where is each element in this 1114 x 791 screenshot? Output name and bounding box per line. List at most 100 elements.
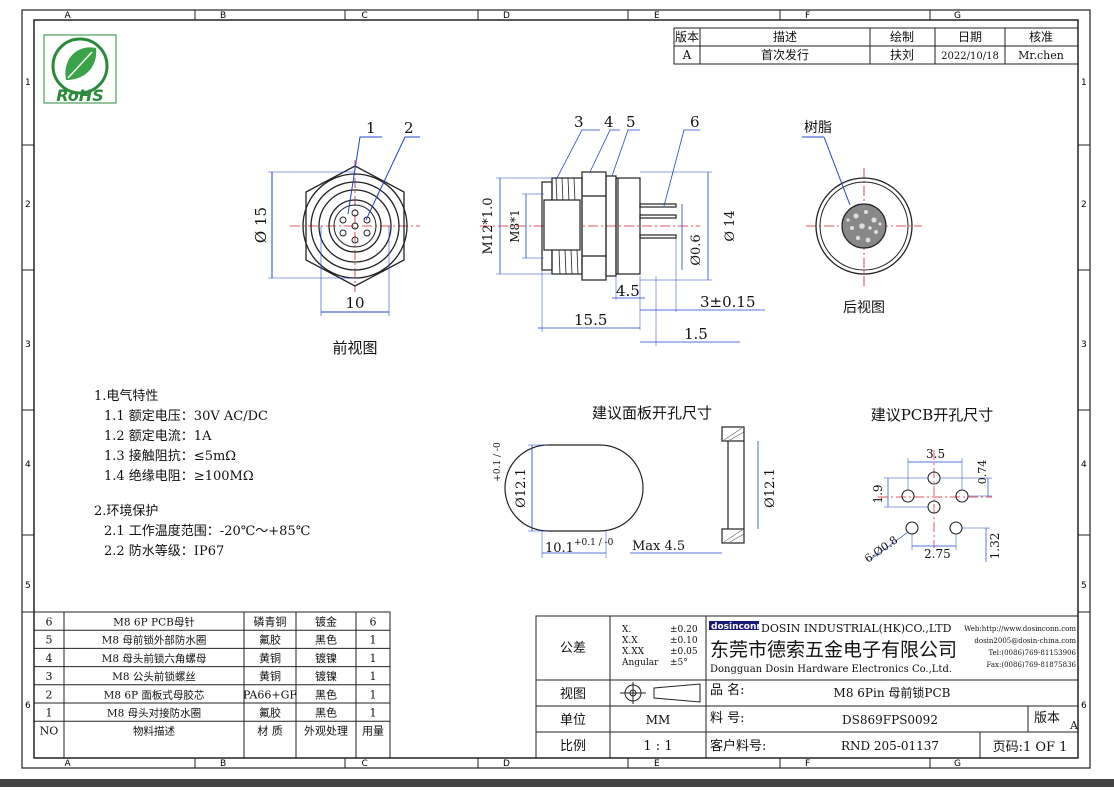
brand-logo-icon (709, 621, 759, 630)
panel-cutout-title: 建议面板开孔尺寸 (592, 404, 712, 422)
bom-cell: 3 (46, 670, 53, 683)
bom-cell: 黄铜 (259, 669, 281, 683)
side-dim-3: 3±0.15 (700, 293, 756, 311)
scale-label: 比例 (560, 739, 586, 754)
bom-cell: 6 (370, 616, 377, 629)
frame-row-right-1: 1 (1081, 78, 1087, 88)
bom-cell: M8 6P 面板式母胶芯 (104, 688, 205, 701)
frame-row-left-4: 4 (25, 460, 31, 470)
bom-cell: 镀镍 (315, 651, 337, 665)
tolerance-cell: X.X (622, 636, 638, 646)
frame-col-bottom-A: A (65, 759, 72, 769)
panel-dim-max: Max 4.5 (632, 539, 685, 554)
rev-date: 2022/10/18 (941, 51, 999, 62)
pcb-dim-19: 1.9 (871, 484, 885, 503)
bom-cell: 黄铜 (259, 651, 281, 665)
bom-cell: 6 (46, 616, 53, 629)
product-name: M8 6Pin 母前锁PCB (834, 685, 951, 700)
bom-cell: 氟胶 (259, 706, 281, 720)
part-number-label: 料 号: (710, 711, 745, 726)
frame-row-left-6: 6 (25, 701, 31, 711)
customer-part-label: 客户料号: (710, 738, 766, 754)
rev-header-drawn: 绘制 (890, 29, 914, 44)
tolerance-cell: ±5° (670, 658, 688, 668)
pcb-dim-35: 3.5 (926, 447, 945, 461)
view-label: 视图 (560, 687, 586, 702)
bom-cell: 1 (370, 634, 377, 647)
spec-env-1: 2.1 工作温度范围：-20℃～+85℃ (104, 523, 310, 539)
bom-cell: 物料描述 (133, 725, 175, 738)
company-cn: 东莞市德索五金电子有限公司 (710, 639, 957, 661)
tolerance-cell: X. (622, 625, 631, 635)
side-dim-d06: Ø0.6 (689, 234, 704, 265)
frame-col-bottom-B: B (220, 759, 226, 769)
pcb-dim-275: 2.75 (924, 547, 951, 561)
rohs-logo-icon: RoHS (43, 34, 117, 105)
side-view (480, 171, 700, 281)
bom-cell: 黑色 (315, 687, 337, 701)
side-dim-45: 4.5 (616, 282, 640, 300)
pcb-dim-074: 0.74 (976, 460, 989, 485)
frame-col-top-G: G (954, 11, 961, 21)
bom-cell: NO (40, 725, 59, 738)
rev-version: A (682, 48, 692, 62)
frame-row-right-5: 5 (1081, 581, 1087, 591)
bom-cell: 1 (370, 688, 377, 701)
front-callout-2: 2 (404, 119, 414, 137)
scale-value: 1 : 1 (643, 739, 672, 754)
tolerance-cell: X.XX (622, 647, 645, 657)
panel-cutout (504, 426, 745, 544)
customer-part: RND 205-01137 (841, 739, 939, 753)
panel-dim-dia-tol: +0.1 / -0 (493, 442, 503, 482)
rev-header-date: 日期 (958, 30, 982, 44)
rear-view (802, 136, 922, 286)
bom-cell: M8 公头前锁螺丝 (112, 670, 196, 683)
frame-col-top-B: B (220, 11, 226, 21)
version-value: A (1069, 719, 1079, 732)
bom-cell: M8 母头对接防水圈 (107, 707, 201, 720)
company-tel: Tel:(0086)769-81153906 (989, 649, 1077, 657)
unit-value: MM (646, 713, 671, 727)
version-label: 版本 (1034, 711, 1060, 726)
side-dim-15: 1.5 (684, 325, 708, 343)
rev-drawn: 扶刘 (890, 47, 914, 62)
spec-env-title: 2.环境保护 (94, 504, 158, 519)
bom-cell: 1 (370, 707, 377, 720)
front-dim-dia: Ø 15 (252, 207, 270, 243)
tolerance-label: 公差 (560, 641, 586, 656)
spec-electrical-3: 1.3 接触阻抗：≤5mΩ (104, 448, 236, 464)
frame-row-right-6: 6 (1081, 701, 1087, 711)
rohs-logo-text: RoHS (56, 86, 103, 105)
rev-desc: 首次发行 (761, 47, 809, 62)
tolerance-cell: ±0.10 (670, 636, 698, 646)
frame-col-top-F: F (805, 11, 810, 21)
side-callout-6: 6 (690, 113, 700, 131)
front-view (268, 136, 420, 316)
company-web: Web:http://www.dosinconn.com (964, 625, 1076, 633)
frame-row-left-5: 5 (25, 581, 31, 591)
bom-cell: 外观处理 (304, 725, 348, 738)
bom-cell: 5 (46, 634, 53, 647)
bom-cell: 黑色 (315, 706, 337, 720)
frame-col-bottom-C: C (362, 759, 368, 769)
bom-cell: PA66+GF (243, 688, 297, 701)
side-dim-d14: Ø 14 (723, 210, 738, 241)
bom-cell: 材 质 (257, 724, 283, 738)
side-dim-thread: M12*1.0 (481, 197, 496, 254)
spec-electrical-4: 1.4 绝缘电阻：≥100MΩ (104, 468, 254, 484)
panel-dim-width: 10.1 (545, 541, 574, 556)
bom-cell: 镀金 (315, 615, 337, 629)
frame-col-bottom-G: G (954, 759, 961, 769)
frame-col-top-E: E (654, 11, 660, 21)
product-name-label: 品 名: (710, 682, 745, 698)
bom-cell: 用量 (362, 725, 384, 738)
bom-cell: 磷青铜 (254, 615, 287, 629)
frame-row-right-3: 3 (1081, 340, 1087, 350)
